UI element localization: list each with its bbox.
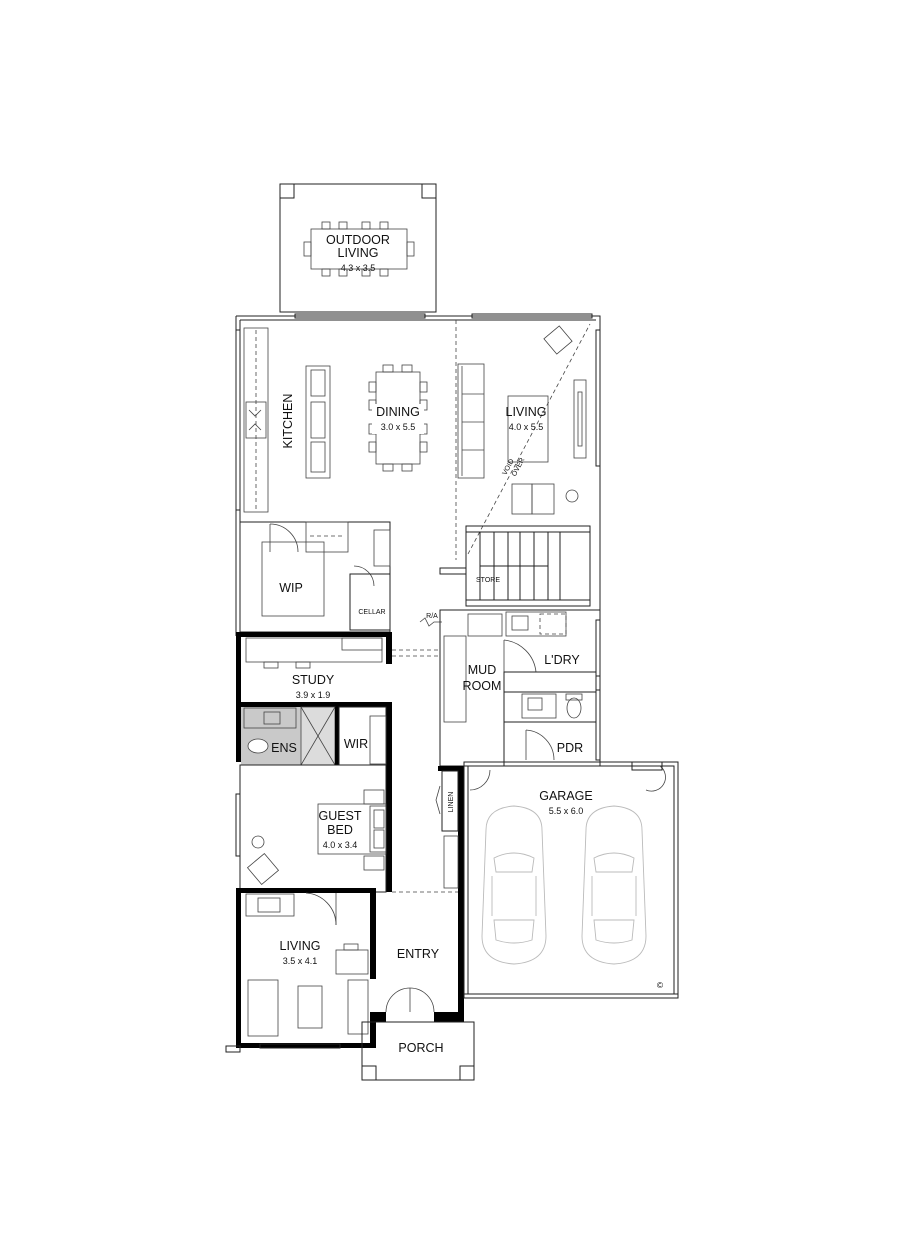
outdoor-living-label-2: LIVING [338, 246, 379, 260]
ra-label: R/A [426, 613, 438, 620]
kitchen-area: KITCHEN [243, 327, 331, 513]
outdoor-living-area: OUTDOOR LIVING 4.3 x 3.5 [279, 183, 437, 313]
garage-area: GARAGE 5.5 x 6.0 © [463, 761, 679, 999]
stairs: STORE [439, 525, 591, 607]
mud-room-label-2: ROOM [463, 679, 502, 693]
laundry-label: L'DRY [544, 653, 580, 667]
wir-label: WIR [344, 737, 368, 751]
living-front-label: LIVING [280, 939, 321, 953]
upper-outline [235, 313, 601, 766]
kitchen-label: KITCHEN [281, 394, 295, 449]
void-over-label-2: OVER [511, 457, 526, 478]
dining-label: DINING [376, 405, 420, 419]
wip-area: WIP CELLAR [239, 521, 391, 633]
outdoor-living-label-1: OUTDOOR [326, 233, 390, 247]
mud-room-label-1: MUD [468, 663, 496, 677]
study-area: STUDY 3.9 x 1.9 [236, 632, 440, 702]
front-living-area: LIVING 3.5 x 4.1 [236, 888, 376, 1049]
car-right [581, 805, 647, 965]
store-label: STORE [476, 577, 500, 584]
service-area: MUD ROOM L'DRY PDR [439, 609, 601, 767]
dining-area: DINING 3.0 x 5.5 [368, 364, 428, 472]
guest-bed-label-1: GUEST [318, 809, 361, 823]
copyright-symbol: © [657, 980, 664, 990]
cellar-label: CELLAR [358, 609, 385, 616]
garage-label: GARAGE [539, 789, 593, 803]
study-label: STUDY [292, 673, 335, 687]
dining-dim: 3.0 x 5.5 [381, 422, 416, 432]
living-main-dim: 4.0 x 5.5 [509, 422, 544, 432]
main-living-area: LIVING 4.0 x 5.5 VOID OVER [455, 320, 591, 560]
guest-bed-dim: 4.0 x 3.4 [323, 840, 358, 850]
study-dim: 3.9 x 1.9 [296, 690, 331, 700]
car-left [481, 805, 547, 965]
guest-bed-area: GUEST BED 4.0 x 3.4 [235, 764, 387, 893]
living-main-label: LIVING [506, 405, 547, 419]
porch-area: PORCH [361, 1021, 475, 1081]
entry-label: ENTRY [397, 947, 440, 961]
guest-bed-label-2: BED [327, 823, 353, 837]
entry-area: ENTRY LINEN [376, 766, 464, 1022]
linen-label: LINEN [448, 792, 455, 813]
outdoor-living-dim: 4.3 x 3.5 [341, 263, 376, 273]
wip-label: WIP [279, 581, 303, 595]
ens-label: ENS [271, 741, 297, 755]
garage-dim: 5.5 x 6.0 [549, 806, 584, 816]
pdr-label: PDR [557, 741, 583, 755]
porch-label: PORCH [398, 1041, 443, 1055]
living-front-dim: 3.5 x 4.1 [283, 956, 318, 966]
ensuite-area: ENS WIR [236, 702, 392, 892]
